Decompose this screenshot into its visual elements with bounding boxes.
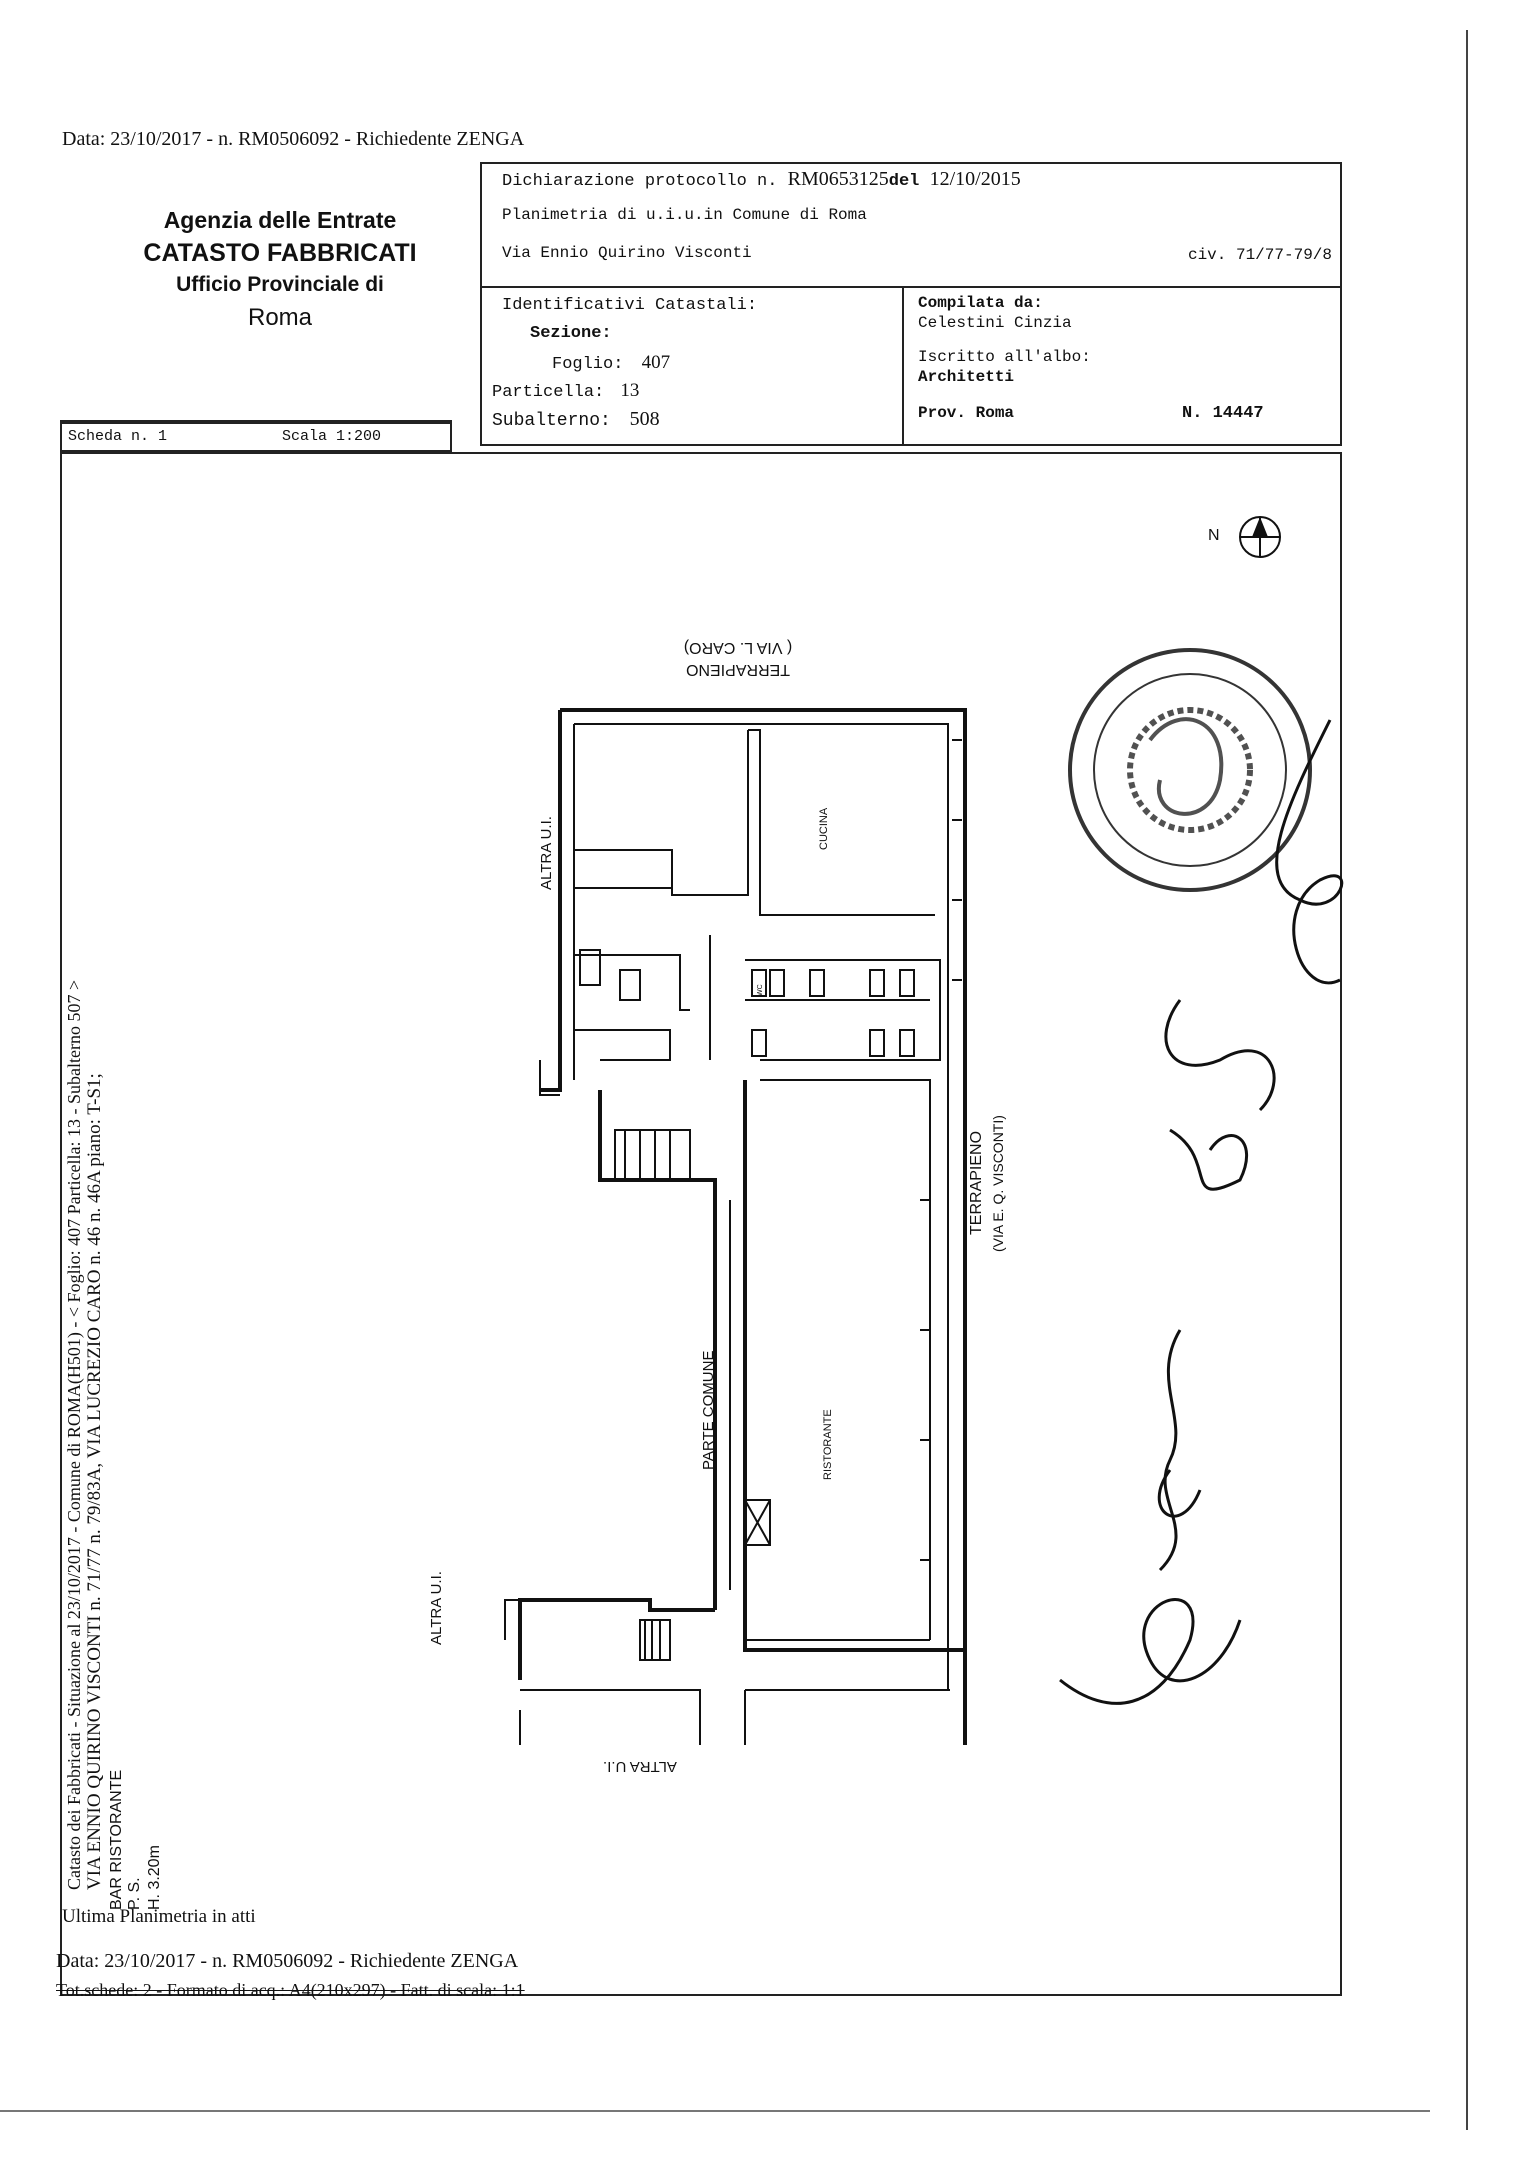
drawing-frame — [60, 452, 1342, 1996]
ristorante-label: RISTORANTE — [822, 1409, 834, 1480]
protocol-label: Dichiarazione protocollo n. — [502, 172, 778, 191]
cucina-label: CUCINA — [818, 807, 830, 850]
top-terrapieno-label: TERRAPIENO — [686, 661, 791, 678]
footer-struck-line: Tot.schede: 2 - Formato di acq.: A4(210x… — [56, 1980, 525, 2000]
protocol-line: Dichiarazione protocollo n. RM0653125del… — [502, 168, 1021, 191]
iscritto-label: Iscritto all'albo: — [918, 348, 1091, 366]
signature-strokes — [1059, 719, 1344, 1705]
page-edge-line — [1466, 30, 1468, 2130]
foglio-label: Foglio: — [552, 355, 624, 374]
cadastral-box: Identificativi Catastali: Sezione: Fogli… — [480, 286, 1342, 446]
catasto-title: CATASTO FABBRICATI — [143, 239, 417, 267]
notary-stamp — [1068, 648, 1312, 892]
particella-value: 13 — [620, 380, 640, 401]
office-label: Ufficio Provinciale di — [176, 273, 384, 296]
header-request-line: Data: 23/10/2017 - n. RM0506092 - Richie… — [62, 128, 525, 150]
side-category: BAR RISTORANTE — [108, 1769, 125, 1910]
compilata-label: Compilata da: — [918, 294, 1043, 312]
address-line: Via Ennio Quirino Visconti — [502, 244, 752, 262]
altra-ui-left-label: ALTRA U.I. — [428, 1571, 445, 1645]
altra-ui-top-label: ALTRA U.I. — [538, 816, 555, 890]
parte-comune-label: PARTE COMUNE — [700, 1350, 717, 1470]
civic-numbers: civ. 71/77-79/8 — [1187, 246, 1332, 264]
foglio-row: Foglio: 407 — [552, 352, 670, 374]
side-situation-line: Catasto dei Fabbricati - Situazione al 2… — [64, 979, 84, 1890]
cadastral-title: Identificativi Catastali: — [502, 296, 758, 315]
agency-name: Agenzia delle Entrate — [163, 207, 397, 233]
plan-inner-walls — [504, 723, 962, 1745]
ultima-planimetria: Ultima Planimetria in atti — [62, 1906, 256, 1927]
particella-row: Particella: 13 — [492, 380, 639, 402]
side-address-line: VIA ENNIO QUIRINO VISCONTI n. 71/77 n. 7… — [84, 1073, 105, 1890]
office-city: Roma — [247, 304, 313, 331]
altra-ui-bottom-label: ALTRA U.I. — [603, 1758, 677, 1775]
right-via-label: (VIA E. Q. VISCONTI) — [990, 1115, 1006, 1252]
scheda-number: Scheda n. 1 — [68, 428, 168, 445]
side-height: H. 3.20m — [146, 1845, 163, 1910]
sezione-label: Sezione: — [530, 324, 612, 343]
compilata-name: Celestini Cinzia — [918, 314, 1072, 332]
albo-value: Architetti — [918, 368, 1015, 386]
north-arrow-icon — [1239, 516, 1281, 558]
wc-label: WC — [757, 984, 764, 996]
protocol-number: RM0653125 — [787, 168, 889, 190]
plan-walls — [518, 708, 967, 1745]
right-terrapieno-label: TERRAPIENO — [968, 1130, 985, 1235]
subalterno-label: Subalterno: — [492, 411, 611, 431]
prov-value: Prov. Roma — [918, 404, 1015, 422]
scala-value: Scala 1:200 — [282, 428, 382, 445]
page-bottom-line — [0, 2110, 1430, 2112]
subalterno-value: 508 — [629, 408, 660, 430]
protocol-del: del — [888, 172, 920, 191]
footer-request-line: Data: 23/10/2017 - n. RM0506092 - Richie… — [56, 1950, 519, 1972]
protocol-date: 12/10/2015 — [929, 168, 1021, 190]
north-label: N — [1208, 527, 1220, 544]
albo-number: N. 14447 — [1182, 404, 1264, 423]
planimetry-line: Planimetria di u.i.u.in Comune di Roma — [502, 206, 867, 224]
sheet-box: Scheda n. 1 Scala 1:200 — [60, 420, 452, 452]
top-via-label: ( VIA L. CARO) — [683, 639, 793, 656]
foglio-value: 407 — [641, 352, 671, 373]
agency-block: Agenzia delle Entrate CATASTO FABBRICATI… — [140, 204, 420, 336]
particella-label: Particella: — [492, 383, 605, 402]
subalterno-row: Subalterno: 508 — [492, 408, 660, 431]
cadastral-divider — [902, 288, 904, 444]
